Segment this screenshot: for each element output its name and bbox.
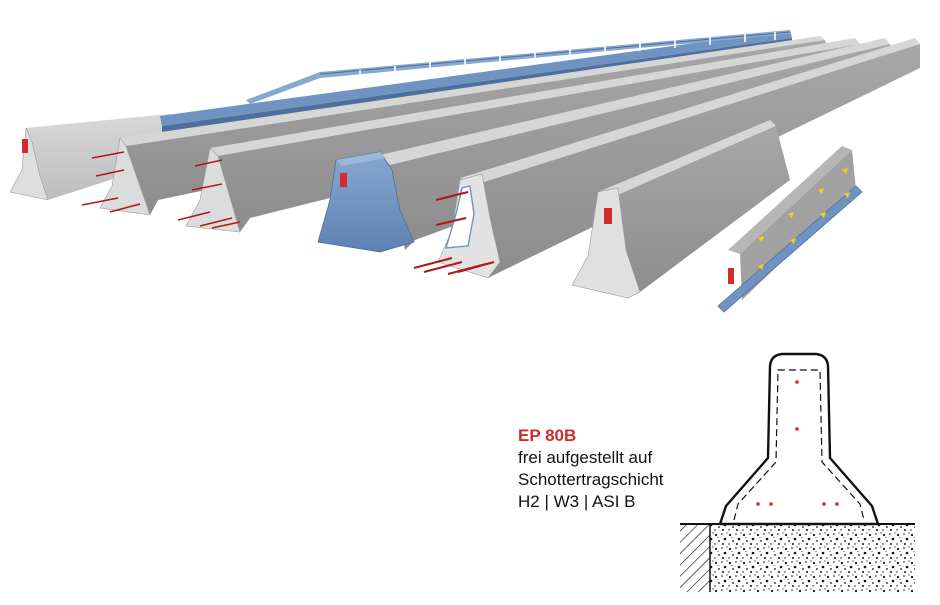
product-name: EP 80B	[518, 426, 577, 445]
caption-line-classes: H2 | W3 | ASI B	[518, 492, 636, 511]
gravel-base	[680, 524, 915, 592]
rebar-dots	[756, 380, 839, 506]
barrier-render	[9, 30, 920, 313]
red-marker	[728, 268, 734, 284]
caption-block: EP 80B frei aufgestellt auf Schottertrag…	[518, 425, 738, 513]
red-marker	[340, 173, 347, 187]
barrier-1	[9, 114, 172, 201]
barrier-profile	[718, 352, 880, 526]
barrier-6	[571, 120, 790, 299]
caption-line-installation: frei aufgestellt auf	[518, 448, 653, 467]
steel-guard-element	[717, 146, 863, 313]
caption-line-base: Schottertragschicht	[518, 470, 664, 489]
hatched-edge	[680, 524, 710, 592]
cross-section-drawing	[680, 352, 915, 592]
reinforcement-outline	[733, 369, 865, 521]
red-marker	[604, 208, 612, 224]
red-marker	[22, 139, 28, 153]
